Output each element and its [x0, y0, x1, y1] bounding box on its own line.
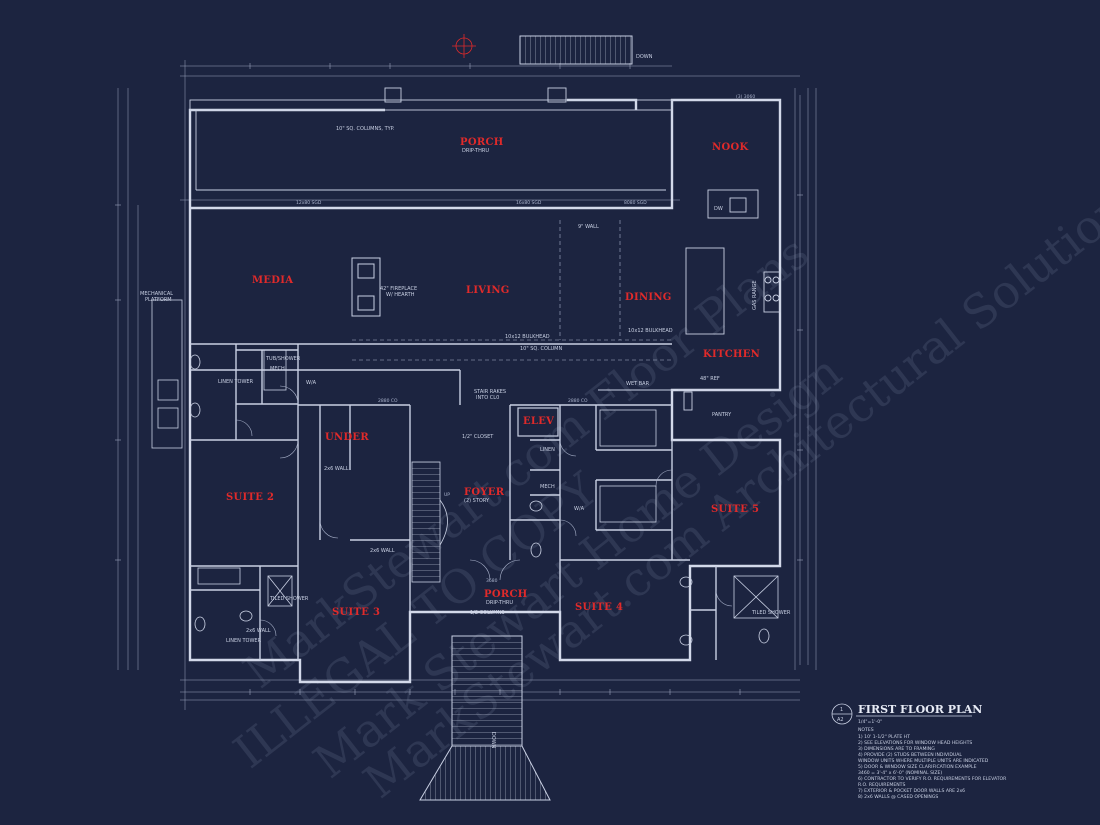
room-label-suite-2: SUITE 2 — [226, 492, 274, 503]
wall-2x6-note-2: 2x6 WALL — [370, 548, 395, 554]
elevator-shaft — [517, 407, 559, 437]
cased-opening-note-2: 2880 CO — [568, 398, 588, 404]
linen-tower-note-2: LINEN TOWER — [226, 638, 262, 644]
room-label-foyer: FOYER — [464, 487, 505, 498]
room-label-under: UNDER — [325, 432, 369, 443]
room-label-suite-5: SUITE 5 — [711, 504, 759, 515]
rear-porch-outline — [189, 87, 673, 191]
closet-note: 1/2" CLOSET — [462, 434, 494, 440]
front-door-note: 3680 — [486, 578, 498, 584]
window-3060-note: (3) 3060 — [736, 94, 755, 100]
tub-shower-note: TUB/SHOWER — [265, 356, 301, 362]
wa-note-2: W/A — [574, 506, 585, 512]
mech-note-1: MECH — [270, 366, 285, 372]
note-line: WINDOW UNITS WHERE MULTIPLE UNITS ARE IN… — [858, 758, 989, 764]
room-label-kitchen: KITCHEN — [703, 349, 760, 360]
room-sub-porch-rear: DRIP-THRU — [462, 148, 489, 154]
notes-heading: NOTES — [858, 727, 874, 733]
sq-column-note: 10" SQ. COLUMN — [520, 346, 562, 352]
dw-note: DW — [714, 206, 723, 212]
hearth-note: W/ HEARTH — [386, 292, 415, 298]
mechanical-platform — [151, 299, 183, 449]
linen-tower-note: LINEN TOWER — [218, 379, 254, 385]
linen-note: LINEN — [540, 447, 555, 453]
tiled-shower-note: TILED SHOWER — [269, 596, 309, 602]
slider-3-note: 8080 SGD — [624, 200, 647, 206]
note-line: 3) DIMENSIONS ARE TO FRAMING — [858, 746, 935, 752]
sheet-number: A2 — [837, 717, 844, 723]
fireplace — [351, 257, 381, 317]
down-note: DOWN — [636, 54, 653, 60]
tiled-shower-note-2: TILED SHOWER — [751, 610, 791, 616]
note-line: 7) EXTERIOR & POCKET DOOR WALLS ARE 2x6 — [858, 788, 965, 794]
room-label-living: LIVING — [466, 285, 510, 296]
down-note-2: DOWN — [490, 732, 496, 749]
sq-columns-typ-note: 10" SQ. COLUMNS, TYP. — [336, 126, 395, 132]
mech-platform-note-1: MECHANICAL — [140, 291, 173, 297]
gas-range-note: GAS RANGE — [752, 280, 758, 310]
room-sub-foyer: (2) STORY — [464, 498, 490, 504]
pantry-note: PANTRY — [712, 412, 732, 418]
note-line: 1) 10' 1-1/2" PLATE HT — [858, 734, 910, 740]
room-label-porch-rear: PORCH — [460, 137, 503, 148]
room-label-media: MEDIA — [252, 275, 293, 286]
title-block: 1 A2 FIRST FLOOR PLAN 1/4"=1'-0" NOTES 1… — [831, 703, 1007, 800]
room-sub-porch-front: DRIP-THRU — [486, 600, 513, 606]
bulkhead-note-2: 10x12 BULKHEAD — [628, 328, 673, 334]
note-line: 3460 = 3'-4" x 6'-0" (NOMINAL SIZE) — [858, 770, 942, 776]
wall-9-note: 9" WALL — [578, 224, 599, 230]
north-arrow-icon — [452, 34, 476, 58]
fireplace-note: 42" FIREPLACE — [380, 286, 417, 292]
wall-2x6-note: 2x6 WALL — [324, 466, 349, 472]
slider-1-note: 12x80 SGD — [296, 200, 322, 206]
detail-number: 1 — [840, 707, 843, 713]
wet-bar-note: WET BAR — [626, 381, 650, 387]
stair-up-note: UP — [444, 492, 450, 498]
room-label-suite-4: SUITE 4 — [575, 602, 623, 613]
door-swings — [235, 385, 733, 637]
note-line: 2) SEE ELEVATIONS FOR WINDOW HEAD HEIGHT… — [858, 740, 972, 746]
wall-2x6-note-3: 2x6 WALL — [246, 628, 271, 634]
note-line: 6) CONTRACTOR TO VERIFY R.O. REQUIREMENT… — [858, 776, 1007, 782]
kitchen-fixtures — [598, 189, 781, 411]
plan-scale: 1/4"=1'-0" — [858, 719, 882, 725]
room-label-nook: NOOK — [712, 142, 748, 153]
mech-note-2: MECH — [540, 484, 555, 490]
interior-walls — [190, 343, 717, 660]
slider-2-note: 16x80 SGD — [516, 200, 542, 206]
note-line: 4) PROVIDE (2) STUDS BETWEEN INDIVIDUAL — [858, 752, 962, 758]
room-label-porch-front: PORCH — [484, 589, 527, 600]
front-stairs — [419, 635, 551, 801]
note-line: R.O. REQUIREMENTS — [858, 782, 905, 788]
plan-title: FIRST FLOOR PLAN — [858, 703, 982, 716]
front-columns-note: 1/2 COLUMNS — [470, 610, 505, 616]
room-label-suite-3: SUITE 3 — [332, 607, 380, 618]
bulkhead-lines — [352, 220, 672, 361]
wa-note: W/A — [306, 380, 317, 386]
note-line: 5) DOOR & WINDOW SIZE CLARIFICATION EXAM… — [858, 764, 977, 770]
mech-platform-note-2: PLATFORM — [145, 297, 172, 303]
ref-note: 48" REF — [700, 376, 720, 382]
stair-rakes-note: STAIR RAKES — [474, 389, 506, 395]
rear-stairs — [519, 35, 633, 65]
bulkhead-note: 10x12 BULKHEAD — [505, 334, 550, 340]
note-line: 8) 2x6 WALLS @ CASED OPENINGS — [858, 794, 938, 800]
cased-opening-note: 2880 CO — [378, 398, 398, 404]
room-label-dining: DINING — [625, 292, 672, 303]
room-label-elev: ELEV — [523, 416, 554, 427]
stair-rakes-note-2: INTO CL0 — [476, 395, 499, 401]
interior-stair — [411, 461, 448, 583]
bath-fixtures — [189, 349, 779, 646]
